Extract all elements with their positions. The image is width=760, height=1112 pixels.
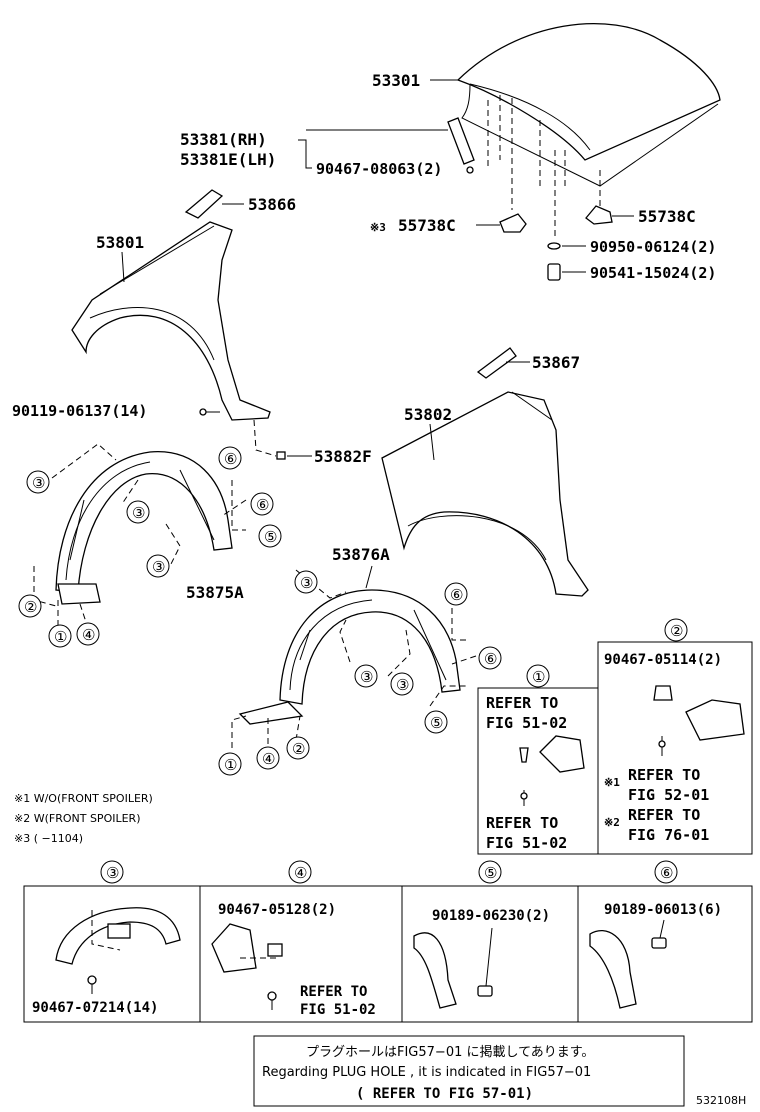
detail-3: ③ 90467-07214(14) [32, 860, 181, 1016]
detail-2-ref-a-1: REFER TO [628, 766, 700, 784]
callout-6: ⑥ [256, 496, 269, 514]
callout-4: ④ [262, 750, 275, 768]
fender-seal-right [476, 347, 517, 379]
callout-1: ① [224, 756, 237, 774]
cushion-left-label: 55738C [398, 216, 456, 235]
hood-hinge [447, 117, 475, 174]
detail-5-callout: ⑤ [484, 864, 497, 882]
detail-1-ref-b-2: FIG 51-02 [486, 834, 567, 852]
detail-1-ref-a-2: FIG 51-02 [486, 714, 567, 732]
sym3-mark: ※3 [370, 221, 386, 234]
callout-1: ① [54, 628, 67, 646]
callout-6: ⑥ [450, 586, 463, 604]
detail-6-part: 90189-06013(6) [604, 902, 722, 918]
detail-row-frame [23, 885, 753, 1023]
callouts: ③ ③ ③ ⑥ ⑥ ⑤ ② ① ④ ③ ③ ③ ⑥ ⑥ ⑤ ① ④ ② [18, 446, 502, 776]
detail-4-callout: ④ [294, 864, 307, 882]
plug-note-jp: プラグホールはFIG57−01 に掲載してあります。 [306, 1044, 594, 1060]
detail-6-callout: ⑥ [660, 864, 673, 882]
detail-4: ④ 90467-05128(2) REFER TO FIG 51-02 [211, 860, 376, 1018]
hinge-leader [298, 129, 448, 169]
callout-2: ② [24, 598, 37, 616]
hood-rh-label: 53381(RH) [180, 130, 267, 149]
plug-note-box [253, 1035, 685, 1107]
callout-3: ③ [300, 574, 313, 592]
cushion-left-part [499, 213, 527, 233]
small-clip-part [276, 451, 286, 460]
detail-2-ref-b-2: FIG 76-01 [628, 826, 709, 844]
liner-upper [55, 451, 233, 605]
callout-6: ⑥ [224, 450, 237, 468]
detail-3-part: 90467-07214(14) [32, 1000, 158, 1016]
detail-1-callout: ① [532, 668, 545, 686]
fender-rh [71, 221, 271, 421]
detail-5-part: 90189-06230(2) [432, 908, 550, 924]
fender-bolt-label: 90119-06137(14) [12, 402, 147, 420]
callout-3: ③ [396, 676, 409, 694]
fender-bolt-part [199, 408, 220, 416]
detail-1-ref-a-1: REFER TO [486, 694, 558, 712]
callout-5: ⑤ [430, 714, 443, 732]
detail-4-part: 90467-05128(2) [218, 902, 336, 918]
callout-3: ③ [152, 558, 165, 576]
note-1: ※1 W/O(FRONT SPOILER) [14, 792, 153, 805]
detail-2-part: 90467-05114(2) [604, 652, 722, 668]
liner-lower-label: 53876A [332, 545, 390, 564]
small-clip-label: 53882F [314, 447, 372, 466]
detail-4-ref-1: REFER TO [300, 984, 367, 1000]
callout-3: ③ [132, 504, 145, 522]
cushion-right-part [585, 205, 613, 225]
note-2: ※2 W(FRONT SPOILER) [14, 812, 140, 825]
cushion-stud-part [547, 263, 561, 281]
detail-3-callout: ③ [106, 864, 119, 882]
detail-2-ref-b-1: REFER TO [628, 806, 700, 824]
hood-bolt-label: 90467-08063(2) [316, 160, 442, 178]
fender-lh [381, 391, 589, 597]
detail-2-mark-1: ※1 [604, 776, 620, 789]
hood-label: 53301 [372, 71, 420, 90]
hood-lh-label: 53381E(LH) [180, 150, 276, 169]
ring-label: 90950-06124(2) [590, 238, 716, 256]
fender-seal-right-label: 53867 [532, 353, 580, 372]
fender-seal-top-label: 53866 [248, 195, 296, 214]
detail-2-box: ② 90467-05114(2) ※1 REFER TO FIG 52-01 ※… [597, 618, 753, 855]
cushion-right-label: 55738C [638, 207, 696, 226]
figure-id: 532108H [696, 1094, 746, 1107]
callout-3: ③ [360, 668, 373, 686]
detail-2-ref-a-2: FIG 52-01 [628, 786, 709, 804]
cushion-stud-label: 90541-15024(2) [590, 264, 716, 282]
fender-lh-label: 53802 [404, 405, 452, 424]
detail-2-callout: ② [670, 622, 683, 640]
liner-upper-label: 53875A [186, 583, 244, 602]
hood-panel [456, 23, 721, 187]
ring-part [547, 242, 561, 250]
detail-4-ref-2: FIG 51-02 [300, 1002, 376, 1018]
detail-2-mark-2: ※2 [604, 816, 620, 829]
fender-seal-top [184, 189, 224, 219]
fender-rh-label: 53801 [96, 233, 144, 252]
note-3: ※3 ( −1104) [14, 832, 83, 845]
detail-5: ⑤ 90189-06230(2) [413, 860, 550, 1009]
callout-2: ② [292, 740, 305, 758]
plug-note-en: Regarding PLUG HOLE , it is indicated in… [262, 1065, 591, 1080]
liner-lower [238, 589, 461, 725]
callout-5: ⑤ [264, 528, 277, 546]
plug-note-ref: ( REFER TO FIG 57-01) [356, 1086, 533, 1102]
detail-6: ⑥ 90189-06013(6) [589, 860, 722, 1009]
detail-1-ref-b-1: REFER TO [486, 814, 558, 832]
callout-4: ④ [82, 626, 95, 644]
hood-dash-lines [487, 95, 601, 240]
detail-1-box: ① REFER TO FIG 51-02 REFER TO FIG 51-02 [477, 664, 599, 855]
callout-3: ③ [32, 474, 45, 492]
callout-6: ⑥ [484, 650, 497, 668]
